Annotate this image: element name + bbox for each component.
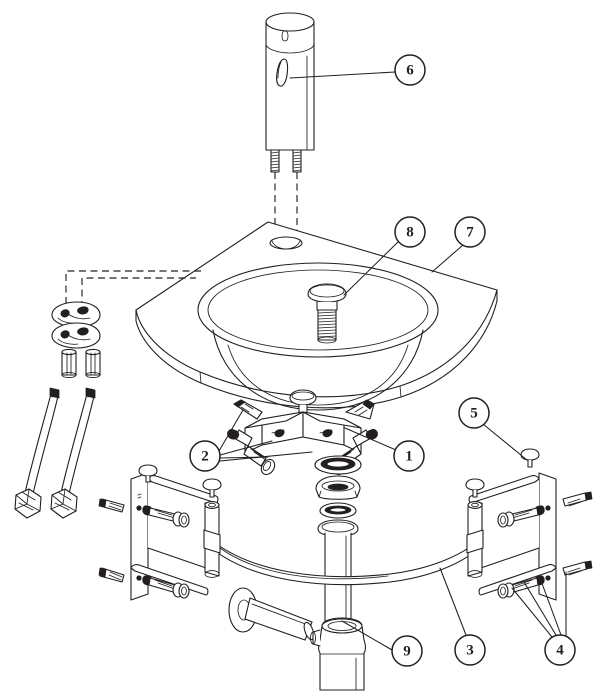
callout-number-6: 6 <box>406 63 414 79</box>
callout-9[interactable]: 9 <box>391 635 423 667</box>
drain-gasket-ring <box>314 455 362 475</box>
faucet-sensor-window <box>276 58 289 87</box>
bracket-bolt-left-upper <box>142 505 190 528</box>
callout-bubble-1[interactable] <box>393 440 425 472</box>
supply-hose-hot <box>14 387 60 519</box>
faucet-top-slot <box>281 30 289 42</box>
callout-1[interactable]: 1 <box>393 440 425 472</box>
bracket-bolt-right-lower <box>497 575 545 599</box>
valve-fitting-upper-right <box>345 399 375 420</box>
bracket-cap-left-post <box>202 478 222 498</box>
mixer-valve-body <box>244 389 362 454</box>
callout-bubble-8[interactable] <box>394 216 426 248</box>
callout-bubble-9[interactable] <box>391 635 423 667</box>
wall-anchor-left-upper <box>98 498 125 513</box>
basin-faucet-hole <box>269 236 303 250</box>
callout-bubbles: 1 2 3 4 5 6 7 8 9 <box>189 54 576 667</box>
callout-2[interactable]: 2 <box>189 440 221 472</box>
waste-trap-outlet <box>228 587 367 691</box>
bracket-bolt-left-lower <box>142 575 190 599</box>
callout-bubble-6[interactable] <box>394 54 426 86</box>
callout-bubble-5[interactable] <box>458 397 490 429</box>
spacer-sleeve-right <box>85 348 101 379</box>
bracket-cap-right-post <box>465 478 485 498</box>
wall-anchor-left-lower <box>98 567 125 583</box>
callout-number-2: 2 <box>201 449 209 465</box>
callout-bubble-2[interactable] <box>189 440 221 472</box>
valve-top-cap <box>289 389 317 414</box>
callout-7[interactable]: 7 <box>454 216 486 248</box>
callout-number-5: 5 <box>470 406 478 422</box>
supply-hose-cold <box>50 387 96 519</box>
bracket-bolt-right-upper <box>497 505 545 528</box>
valve-screw-lower-left <box>227 428 276 476</box>
pop-up-drain-stopper <box>307 283 347 344</box>
callout-number-1: 1 <box>405 449 413 465</box>
callout-bubble-3[interactable] <box>454 634 486 666</box>
drain-flange-nut <box>315 475 361 500</box>
callout-bubble-7[interactable] <box>454 216 486 248</box>
valve-fitting-upper-left <box>233 399 263 420</box>
callout-6[interactable]: 6 <box>394 54 426 86</box>
spacer-sleeve-left <box>61 348 77 379</box>
callout-number-7: 7 <box>466 225 474 241</box>
callout-4[interactable]: 4 <box>544 634 576 666</box>
leader-lines <box>218 71 567 651</box>
sensor-faucet <box>265 12 315 238</box>
wall-bracket-left <box>98 464 222 601</box>
faucet-threaded-shanks <box>270 149 302 173</box>
bracket-cap-right-plate <box>520 448 540 468</box>
supply-hoses <box>14 387 96 519</box>
callout-5[interactable]: 5 <box>458 397 490 429</box>
callout-3[interactable]: 3 <box>454 634 486 666</box>
deck-hardware-cluster <box>51 270 204 379</box>
callout-number-3: 3 <box>466 643 474 659</box>
bracket-cap-left-plate <box>138 464 158 483</box>
wash-basin <box>135 221 498 411</box>
wall-anchor-right-lower <box>562 560 593 576</box>
callout-number-9: 9 <box>403 644 411 660</box>
callout-number-8: 8 <box>406 225 414 241</box>
drain-washer <box>319 502 357 519</box>
callout-bubble-4[interactable] <box>544 634 576 666</box>
wall-bracket-right <box>465 448 593 601</box>
wall-anchor-right-upper <box>562 491 593 507</box>
deck-washer-lower <box>51 322 101 349</box>
callout-number-4: 4 <box>556 643 564 659</box>
callout-8[interactable]: 8 <box>394 216 426 248</box>
